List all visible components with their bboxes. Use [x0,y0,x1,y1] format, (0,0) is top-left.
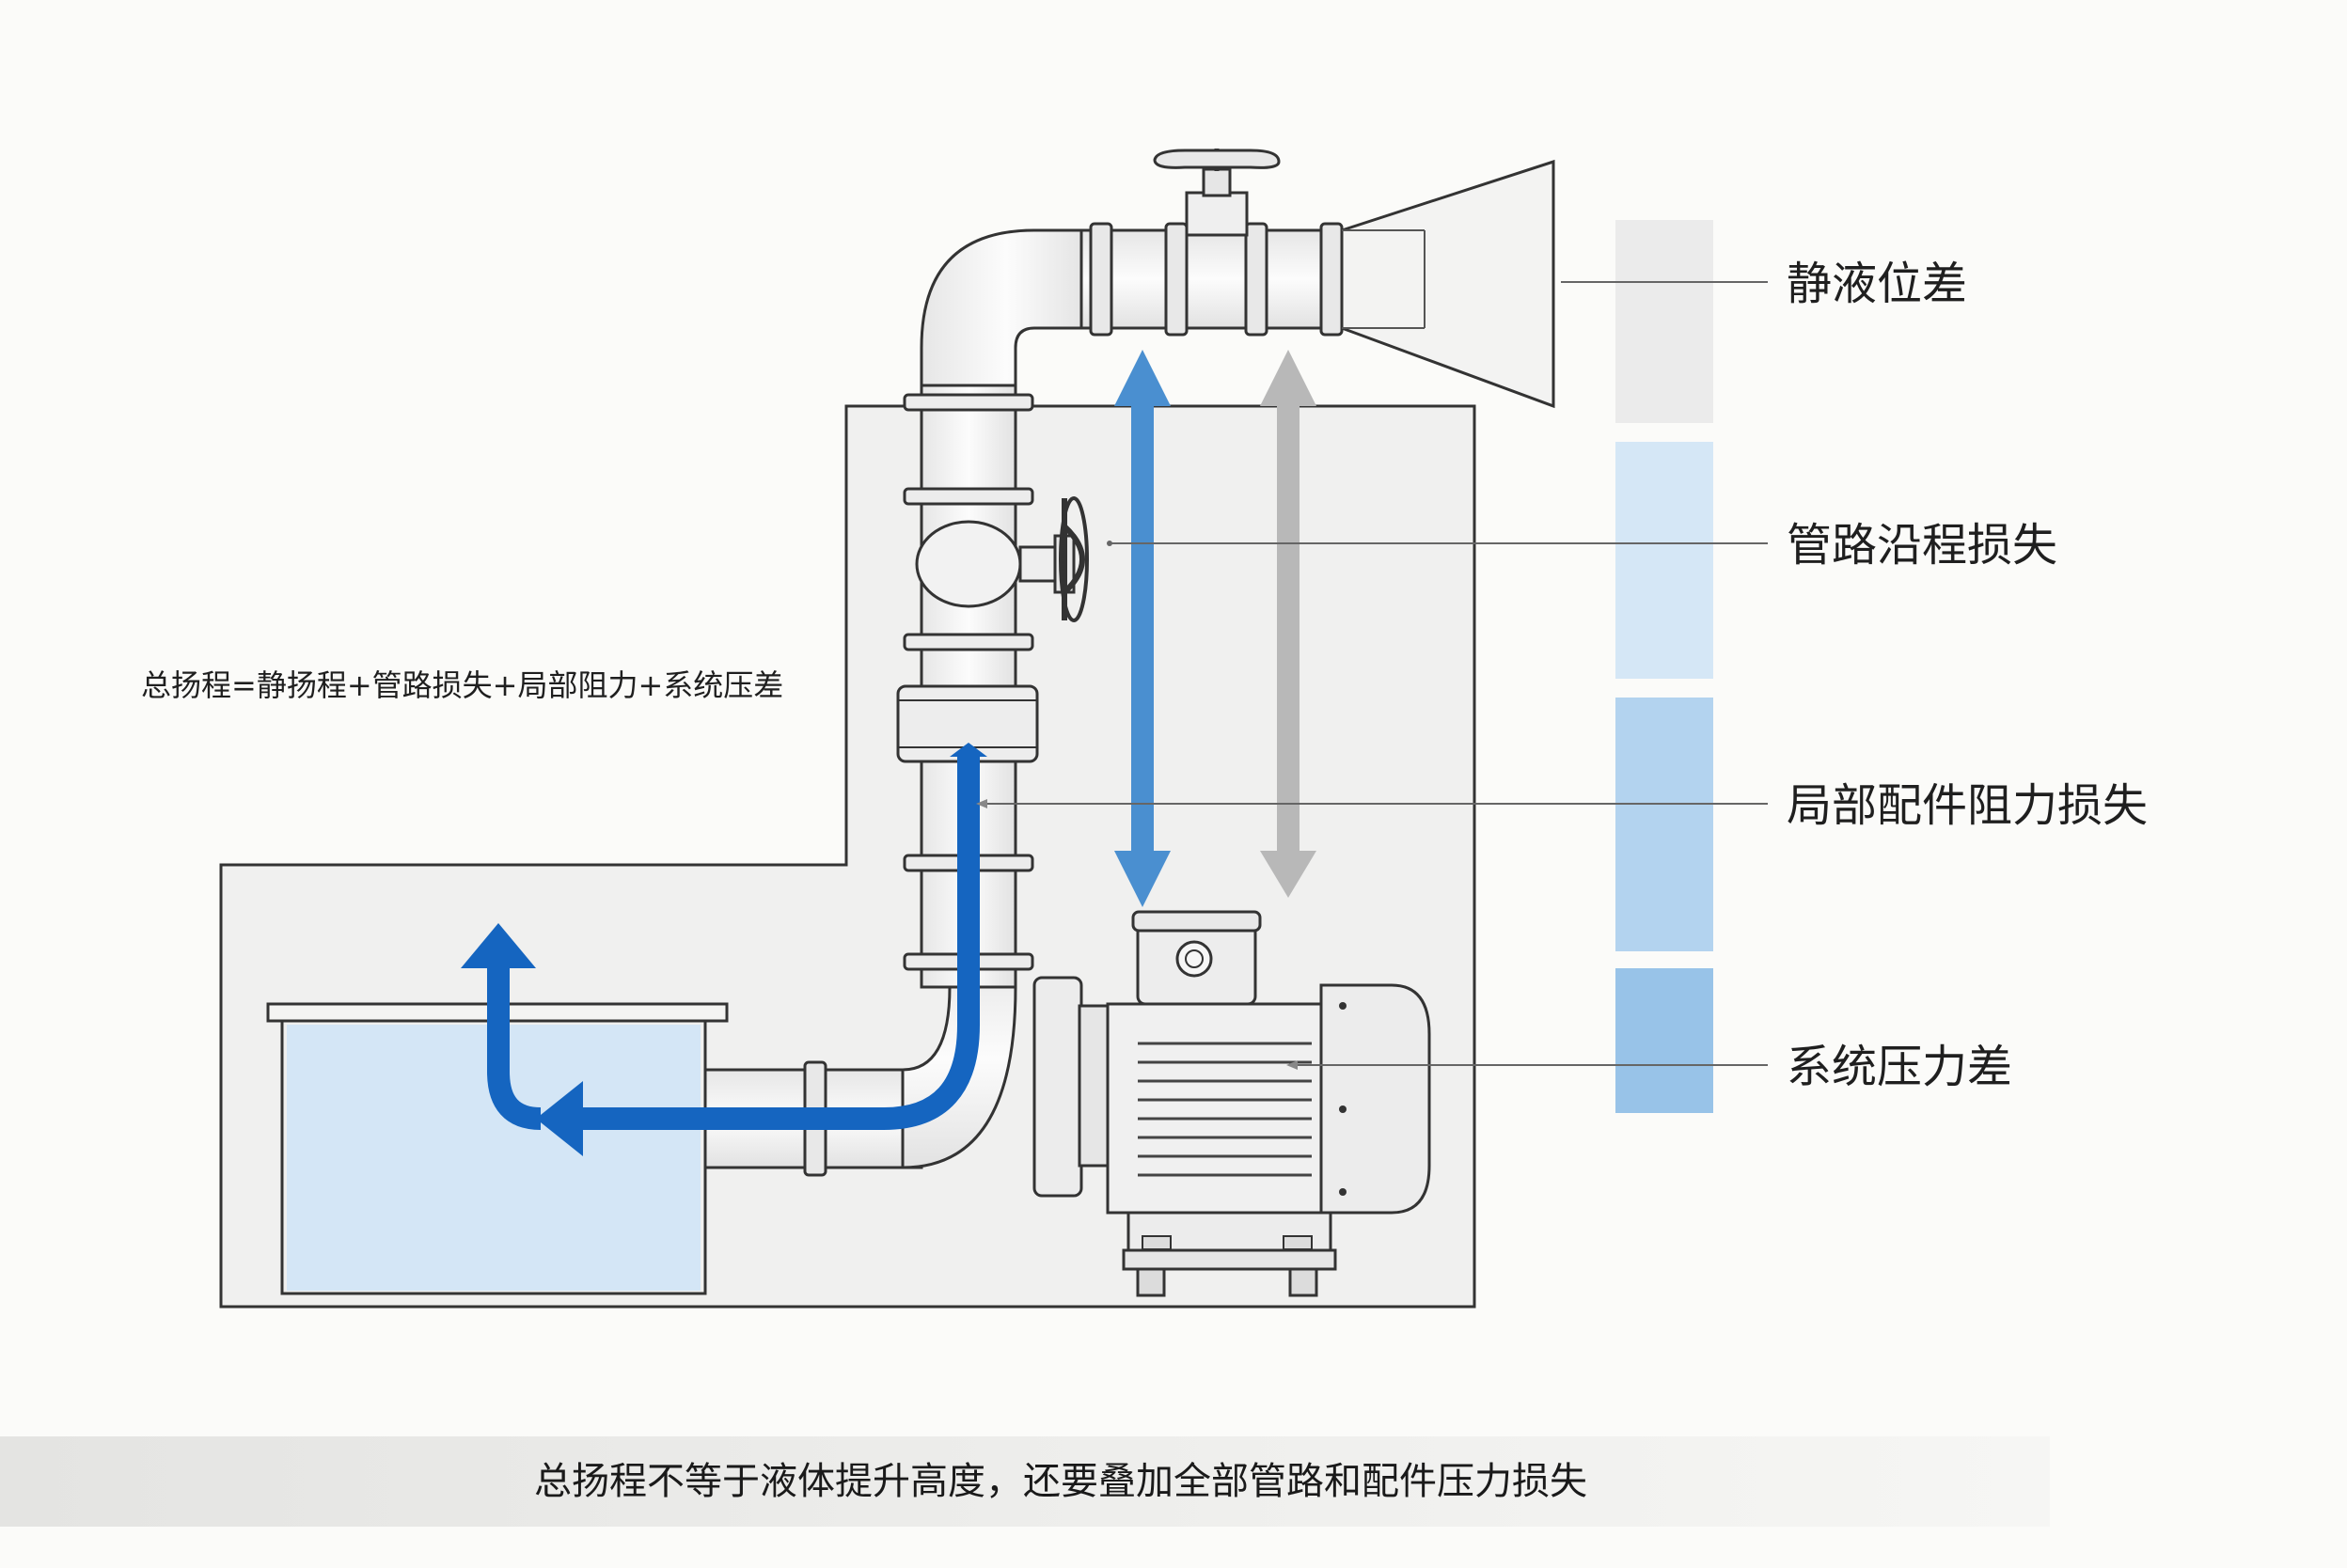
discharge-funnel [1340,159,1555,409]
leader-lines [983,281,1768,1066]
flow-path-arrow [461,743,987,1156]
top-elbow [920,228,1093,387]
top-valve [1185,191,1249,237]
legend-bar-fitting [1615,698,1713,951]
caption-text: 总扬程不等于液体提升高度，还要叠加全部管路和配件压力损失 [534,1460,1587,1503]
flow-up-arrowhead-icon [461,923,536,968]
label-fitting-loss: 局部配件阻力损失 [1787,779,2148,832]
caption-band [0,1436,2050,1527]
gate-valve [915,496,1089,622]
label-static-head: 静液位差 [1787,258,1967,310]
discharge-pipe [1079,149,1347,337]
legend-bar-static [1615,220,1713,423]
formula-text: 总扬程=静扬程+管路损失+局部阻力+系统压差 [141,667,783,703]
terminal-gland-icon [1175,940,1213,978]
static-head-arrow [1114,350,1171,907]
label-pipe-friction: 管路沿程损失 [1787,519,2057,572]
flow-riser-arrowhead-icon [950,743,987,757]
top-valve-handle-icon [1153,149,1281,169]
pump-motor [1032,910,1431,1297]
total-head-arrow [1260,350,1316,898]
legend-bars [1615,220,1713,1113]
label-system-pressure: 系统压力差 [1787,1041,2012,1093]
legend-bar-pipe [1615,442,1713,679]
legend-bar-system [1615,968,1713,1113]
